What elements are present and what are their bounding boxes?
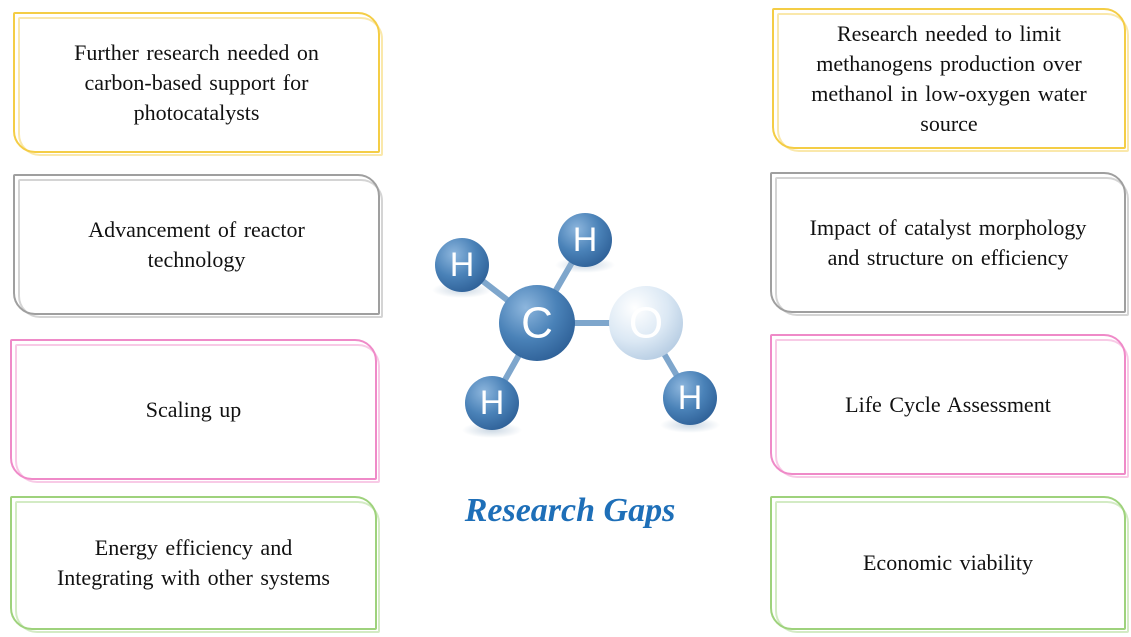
gap-text-scaling-up: Scaling up <box>145 396 242 422</box>
atom-h-top-left-label: H <box>450 246 475 284</box>
gap-box-carbon-support: Further research needed on carbon-based … <box>13 12 383 156</box>
atom-carbon: C <box>499 285 575 361</box>
atom-carbon-label: C <box>521 299 553 348</box>
gap-box-scaling-up: Scaling up <box>10 339 380 483</box>
gap-box-methanogens: Research needed to limit methanogens pro… <box>772 8 1129 152</box>
atom-h-bottom-right-label: H <box>678 379 703 417</box>
gap-text-life-cycle: Life Cycle Assessment <box>845 391 1051 417</box>
gap-box-reactor-technology: Advancement of reactor technology <box>13 174 383 318</box>
research-gaps-title: Research Gaps <box>464 492 676 529</box>
gap-text-economic-viability: Economic viability <box>862 550 1034 575</box>
gap-box-life-cycle: Life Cycle Assessment <box>770 334 1129 478</box>
gap-text-energy-efficiency: Energy efficiency and Integrating with o… <box>56 535 330 590</box>
gap-box-economic-viability: Economic viability <box>770 496 1129 633</box>
methanol-molecule-icon: H H H H C O <box>432 213 720 438</box>
atom-h-bottom-left-label: H <box>480 384 505 422</box>
gap-box-energy-efficiency: Energy efficiency and Integrating with o… <box>10 496 380 633</box>
atom-oxygen-label: O <box>629 299 663 348</box>
atom-h-bottom-right: H <box>663 371 717 425</box>
gap-box-catalyst-morphology: Impact of catalyst morphology and struct… <box>770 172 1129 316</box>
gap-text-carbon-support: Further research needed on carbon-based … <box>74 39 319 125</box>
atom-oxygen: O <box>609 286 683 360</box>
atom-h-top: H <box>558 213 612 267</box>
atom-h-top-label: H <box>573 221 598 259</box>
atom-h-bottom-left: H <box>465 376 519 430</box>
atom-h-top-left: H <box>435 238 489 292</box>
gap-text-methanogens: Research needed to limit methanogens pro… <box>811 20 1087 136</box>
gap-text-reactor-technology: Advancement of reactor technology <box>88 216 305 272</box>
gap-text-catalyst-morphology: Impact of catalyst morphology and struct… <box>809 214 1087 270</box>
